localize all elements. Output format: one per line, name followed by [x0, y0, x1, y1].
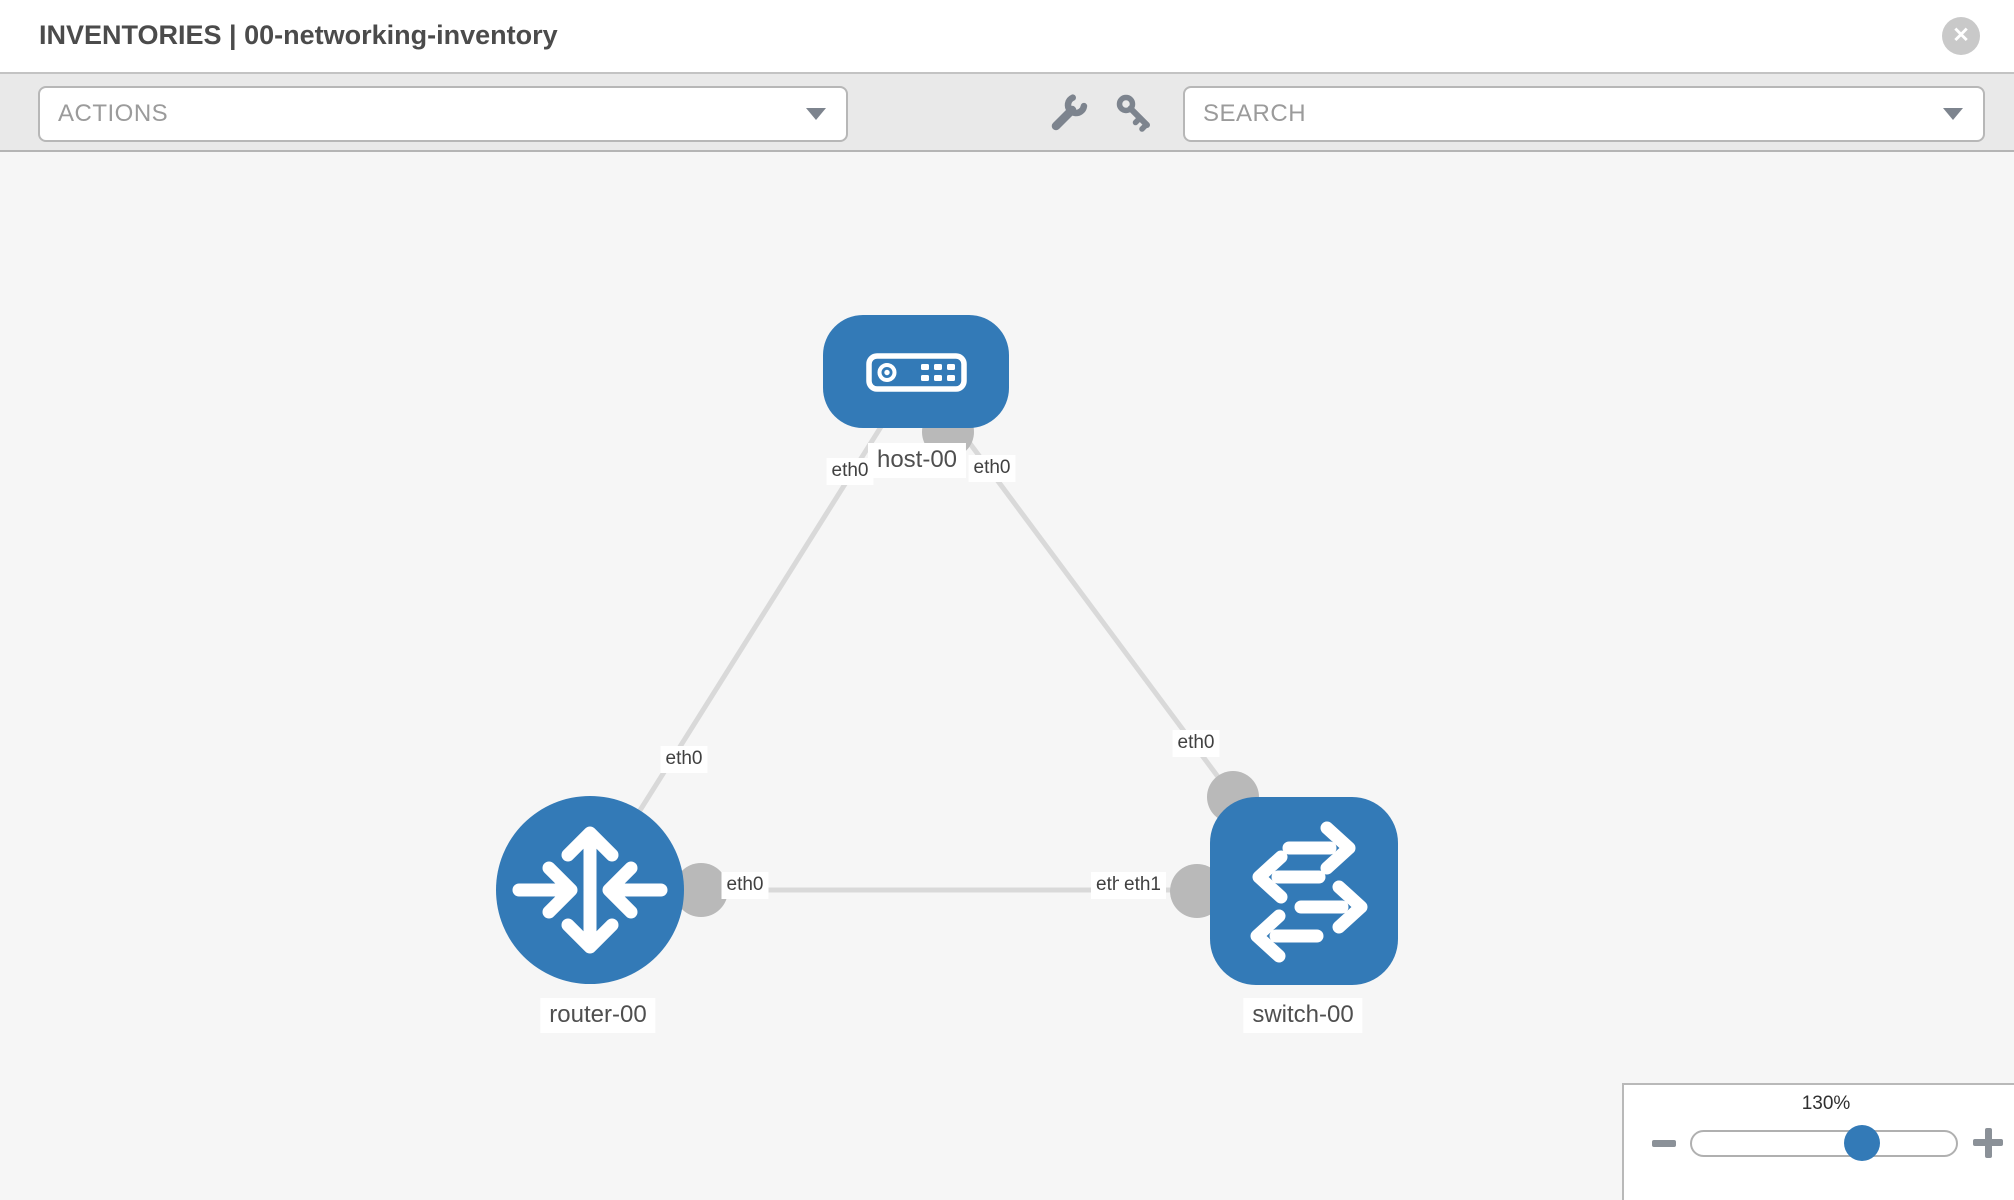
wrench-icon — [1051, 93, 1088, 131]
topology-canvas[interactable]: host-00 router-00 switch-00 eth0 eth0 et… — [0, 152, 2014, 1200]
chevron-down-icon — [806, 108, 826, 120]
zoom-slider-thumb[interactable] — [1844, 1124, 1881, 1161]
iface-label: eth1 — [1119, 872, 1166, 899]
close-icon: ✕ — [1952, 24, 1970, 47]
iface-label: eth0 — [968, 455, 1016, 482]
close-button[interactable]: ✕ — [1942, 17, 1980, 55]
link-host-router[interactable] — [587, 369, 919, 892]
host-icon — [866, 353, 967, 392]
switch-icon — [1250, 821, 1368, 963]
iface-label: eth0 — [1172, 730, 1220, 757]
credentials-button[interactable] — [1110, 88, 1158, 136]
iface-label: eth0 — [826, 458, 874, 485]
zoom-in-button[interactable] — [1972, 1121, 2004, 1165]
zoom-slider[interactable] — [1690, 1124, 1958, 1161]
page-title: INVENTORIES | 00-networking-inventory — [39, 20, 558, 50]
configure-button[interactable] — [1044, 88, 1092, 136]
node-switch-00[interactable] — [1210, 797, 1398, 985]
router-icon — [512, 826, 668, 954]
actions-dropdown-label: ACTIONS — [58, 100, 169, 127]
iface-label: eth0 — [660, 746, 708, 773]
key-icon — [1116, 94, 1150, 132]
connector-router-right — [674, 863, 728, 917]
node-label-router: router-00 — [540, 998, 656, 1033]
minus-icon — [1652, 1139, 1676, 1147]
search-placeholder: SEARCH — [1203, 100, 1307, 127]
node-router-00[interactable] — [496, 796, 684, 984]
interface-connectors — [674, 406, 1259, 918]
iface-label: eth0 — [721, 872, 769, 899]
header: INVENTORIES | 00-networking-inventory ✕ — [0, 0, 2014, 72]
chevron-down-icon — [1943, 108, 1963, 120]
node-host-00[interactable] — [823, 315, 1009, 428]
zoom-level-value: 130% — [1801, 1093, 1851, 1114]
actions-dropdown[interactable]: ACTIONS — [38, 86, 848, 142]
zoom-out-button[interactable] — [1652, 1121, 1676, 1165]
search-dropdown[interactable]: SEARCH — [1183, 86, 1985, 142]
node-label-switch: switch-00 — [1243, 998, 1363, 1033]
zoom-panel: 130% — [1622, 1083, 2014, 1200]
node-label-host: host-00 — [867, 443, 967, 478]
toolbar: ACTIONS SEARCH — [0, 72, 2014, 152]
